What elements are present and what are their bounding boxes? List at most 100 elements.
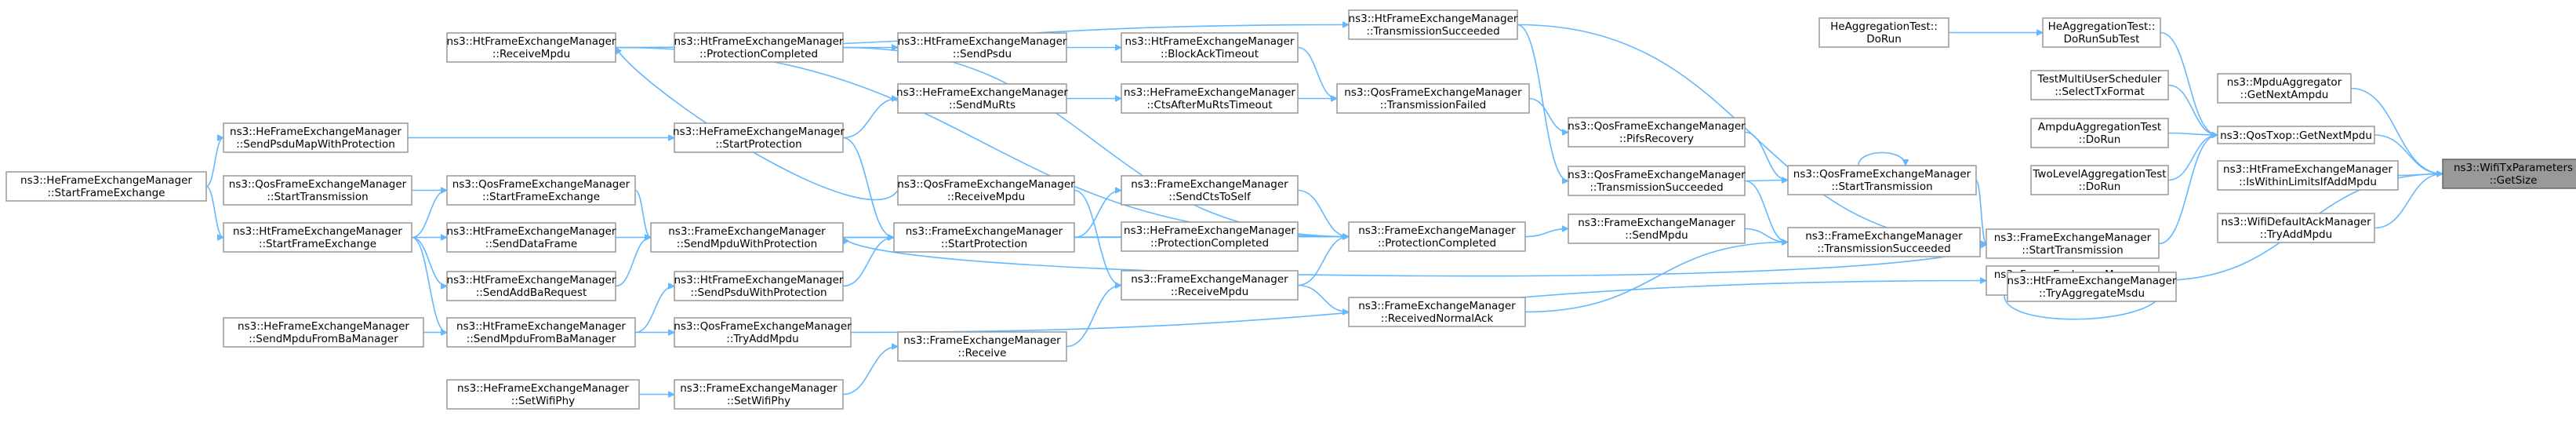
node-box <box>1121 83 1299 114</box>
node-n-qosfem-tryadd[interactable]: ns3::QosFrameExchangeManager::TryAddMpdu <box>674 317 852 348</box>
node-label-line1: ns3::HeFrameExchangeManager <box>238 320 409 333</box>
edge-n_twolevel-to-n_qostxop <box>2167 135 2218 181</box>
node-n-htfem-senddata[interactable]: ns3::HtFrameExchangeManager::SendDataFra… <box>446 222 616 253</box>
node-label-line1: ns3::HeFrameExchangeManager <box>457 382 629 395</box>
node-n-hefem-ctsafter[interactable]: ns3::HeFrameExchangeManager::CtsAfterMuR… <box>1121 83 1299 114</box>
node-n-hefem-protcomp[interactable]: ns3::HeFrameExchangeManager::ProtectionC… <box>1121 221 1299 252</box>
node-box <box>1568 166 1746 196</box>
node-label-line1: ns3::HtFrameExchangeManager <box>674 274 844 286</box>
node-n-hefem-sendmpdufromba[interactable]: ns3::HeFrameExchangeManager::SendMpduFro… <box>223 317 424 348</box>
node-label-line1: ns3::QosFrameExchangeManager <box>229 178 407 191</box>
edge-n_htfem_sendaddba-to-n_fem_sendmpduwp <box>615 238 652 287</box>
node-box <box>1787 227 1981 257</box>
node-n-testmulti[interactable]: TestMultiUserScheduler::SelectTxFormat <box>2030 70 2169 100</box>
node-n-fem-sendmpdu[interactable]: ns3::FrameExchangeManager::SendMpdu <box>1568 213 1746 244</box>
node-n-heagg-subtest[interactable]: HeAggregationTest::DoRunSubTest <box>2042 17 2161 48</box>
node-box <box>1121 32 1299 63</box>
node-label-line1: ns3::HtFrameExchangeManager <box>2223 163 2393 176</box>
node-label-line2: ::ProtectionCompleted <box>1150 237 1269 250</box>
node-label-line2: ::SetWifiPhy <box>727 395 790 407</box>
node-label-line2: ::ReceiveMpdu <box>1171 286 1248 298</box>
node-box <box>1787 165 1977 195</box>
node-box <box>2030 70 2169 100</box>
node-n-qosfem-txsucc[interactable]: ns3::QosFrameExchangeManager::Transmissi… <box>1568 166 1746 196</box>
node-n-getsize[interactable]: ns3::WifiTxParameters::GetSize <box>2442 159 2576 189</box>
node-n-htfem-sendaddba[interactable]: ns3::HtFrameExchangeManager::SendAddBaRe… <box>446 271 616 301</box>
node-n-twolevel[interactable]: TwoLevelAggregationTest::DoRun <box>2030 165 2169 195</box>
edge-n_qosfem_txsucc-to-n_fem_txsucc <box>1744 180 1789 243</box>
node-n-htfem-tryagg[interactable]: ns3::HtFrameExchangeManager::TryAggregat… <box>2007 272 2177 302</box>
node-label-line1: ns3::QosFrameExchangeManager <box>1568 120 1746 133</box>
node-n-htfem-sendpsduwp[interactable]: ns3::HtFrameExchangeManager::SendPsduWit… <box>674 271 844 301</box>
node-n-qosfem-starttransmission2[interactable]: ns3::QosFrameExchangeManager::StartTrans… <box>223 175 412 206</box>
node-n-qostxop[interactable]: ns3::QosTxop::GetNextMpdu <box>2217 126 2375 144</box>
node-n-htfem-sendmpdufromba[interactable]: ns3::HtFrameExchangeManager::SendMpduFro… <box>446 317 636 348</box>
node-n-hefem-setwifiphy[interactable]: ns3::HeFrameExchangeManager::SetWifiPhy <box>446 379 640 410</box>
node-label-line2: ::SetWifiPhy <box>511 395 575 407</box>
node-n-hefem-startprot[interactable]: ns3::HeFrameExchangeManager::StartProtec… <box>673 122 845 153</box>
node-n-hefem-sendmurts[interactable]: ns3::HeFrameExchangeManager::SendMuRts <box>896 83 1068 114</box>
node-label-line2: ::Receive <box>958 347 1007 359</box>
node-n-fem-starttx[interactable]: ns3::FrameExchangeManager::StartTransmis… <box>1986 228 2160 259</box>
node-label-line1: AmpduAggregationTest <box>2038 121 2161 133</box>
node-n-htfem-startfe[interactable]: ns3::HtFrameExchangeManager::StartFrameE… <box>223 222 412 253</box>
node-label-line1: ns3::HtFrameExchangeManager <box>447 274 616 286</box>
node-label-line1: ns3::FrameExchangeManager <box>906 225 1063 238</box>
node-n-fem-receive[interactable]: ns3::FrameExchangeManager::Receive <box>897 331 1067 362</box>
node-n-qosfem-pifs[interactable]: ns3::QosFrameExchangeManager::PifsRecove… <box>1568 117 1746 148</box>
edge-n_hefem_startprot-to-n_fem_startprot <box>842 137 895 238</box>
node-n-htfem-txsucc[interactable]: ns3::HtFrameExchangeManager::Transmissio… <box>1348 9 1518 40</box>
node-label-line1: ns3::QosFrameExchangeManager <box>1793 168 1971 181</box>
node-n-fem-protcomp[interactable]: ns3::FrameExchangeManager::ProtectionCom… <box>1348 221 1526 252</box>
edge-n_qosfem_startfe-to-n_fem_sendmpduwp <box>634 189 652 238</box>
node-n-fem-recvack[interactable]: ns3::FrameExchangeManager::ReceivedNorma… <box>1348 297 1526 327</box>
node-box <box>1348 221 1526 252</box>
node-n-htfem-sendpsdu[interactable]: ns3::HtFrameExchangeManager::SendPsdu <box>897 32 1067 63</box>
node-box <box>1121 175 1299 206</box>
node-n-fem-setwifiphy[interactable]: ns3::FrameExchangeManager::SetWifiPhy <box>674 379 844 410</box>
node-n-qosfem-startfe[interactable]: ns3::QosFrameExchangeManager::StartFrame… <box>446 175 636 206</box>
node-box <box>2030 118 2169 148</box>
node-label-line2: ::CtsAfterMuRtsTimeout <box>1146 99 1272 111</box>
node-n-fem-txsucc[interactable]: ns3::FrameExchangeManager::TransmissionS… <box>1787 227 1981 257</box>
edge-n_hefem_startfe-to-n_hefem_sendpsdumap <box>205 138 224 188</box>
node-label-line1: ns3::QosTxop::GetNextMpdu <box>2220 129 2372 142</box>
node-box <box>1121 270 1299 301</box>
node-n-fem-startprot[interactable]: ns3::FrameExchangeManager::StartProtecti… <box>893 222 1075 253</box>
node-label-line2: ::TransmissionSucceeded <box>1366 25 1499 38</box>
node-n-heagg-dorun[interactable]: HeAggregationTest::DoRun <box>1818 17 1949 48</box>
node-box <box>446 222 616 253</box>
node-n-htfem-protcomp[interactable]: ns3::HtFrameExchangeManager::ProtectionC… <box>674 32 844 63</box>
node-label-line1: ns3::HtFrameExchangeManager <box>898 35 1067 48</box>
node-n-qosfem-recvmpdu[interactable]: ns3::QosFrameExchangeManager::ReceiveMpd… <box>897 175 1075 206</box>
node-label-line1: ns3::HtFrameExchangeManager <box>2007 275 2177 287</box>
node-box <box>5 171 207 202</box>
node-label-line2: ::SelectTxFormat <box>2055 86 2145 98</box>
node-label-line1: ns3::HeFrameExchangeManager <box>1124 86 1295 99</box>
node-label-line1: ns3::FrameExchangeManager <box>680 382 837 395</box>
node-box <box>1986 228 2160 259</box>
node-n-hefem-startfe[interactable]: ns3::HeFrameExchangeManager::StartFrameE… <box>5 171 207 202</box>
node-n-fem-sendmpduwp[interactable]: ns3::FrameExchangeManager::SendMpduWithP… <box>650 222 844 253</box>
node-n-qosfem-txfail[interactable]: ns3::QosFrameExchangeManager::Transmissi… <box>1336 83 1530 114</box>
node-n-mpduagg[interactable]: ns3::MpduAggregator::GetNextAmpdu <box>2217 73 2352 104</box>
node-label-line2: ::SendPsdu <box>953 48 1012 60</box>
node-n-hefem-sendpsdumap[interactable]: ns3::HeFrameExchangeManager::SendPsduMap… <box>223 122 409 153</box>
node-label-line2: ::SendCtsToSelf <box>1168 191 1252 203</box>
edge-n_htfem_startfe-to-n_htfem_sendaddba <box>411 236 448 286</box>
node-n-qosfem-starttx[interactable]: ns3::QosFrameExchangeManager::StartTrans… <box>1787 165 1977 195</box>
node-n-iswithin[interactable]: ns3::HtFrameExchangeManager::IsWithinLim… <box>2217 160 2399 191</box>
node-box <box>223 175 412 206</box>
node-n-ampdu-dorun[interactable]: AmpduAggregationTest::DoRun <box>2030 118 2169 148</box>
node-label-line2: ::IsWithinLimitsIfAddMpdu <box>2239 176 2377 188</box>
node-n-wifidefagg[interactable]: ns3::WifiDefaultAckManager::TryAddMpdu <box>2217 213 2375 243</box>
node-box <box>446 32 616 63</box>
edge-n_fem_startprot-to-n_fem_sendcts <box>1074 191 1122 239</box>
node-n-htfem-blockack[interactable]: ns3::HtFrameExchangeManager::BlockAckTim… <box>1121 32 1299 63</box>
node-n-fem-recvmpdu[interactable]: ns3::FrameExchangeManager::ReceiveMpdu <box>1121 270 1299 301</box>
node-label-line2: ::StartTransmission <box>1831 181 1932 193</box>
node-n-fem-sendcts[interactable]: ns3::FrameExchangeManager::SendCtsToSelf <box>1121 175 1299 206</box>
edge-n_qosfem_pifs-to-n_qosfem_starttx <box>1744 131 1789 181</box>
edge-n_htfem_sendmpdufromba-to-n_htfem_sendpsduwp <box>634 286 675 334</box>
node-n-htfem-recvmpdu[interactable]: ns3::HtFrameExchangeManager::ReceiveMpdu <box>446 32 616 63</box>
